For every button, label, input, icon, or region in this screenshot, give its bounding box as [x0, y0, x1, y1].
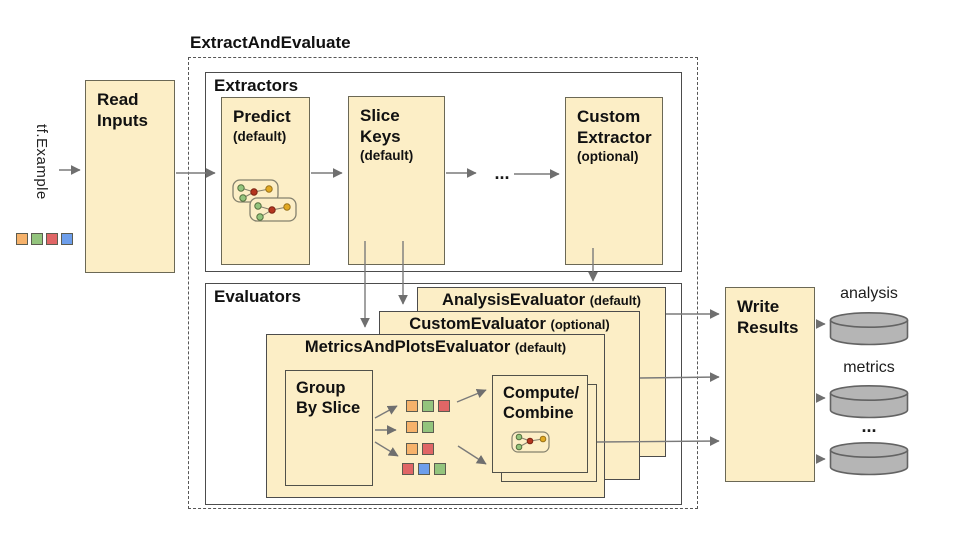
- compute-combine-box: Compute/ Combine: [492, 375, 588, 473]
- green-example-square: [422, 421, 434, 433]
- extract-and-evaluate-boundary: [188, 57, 698, 509]
- pipeline-title: ExtractAndEvaluate: [190, 33, 351, 52]
- tf-example-squares: [16, 233, 73, 245]
- blue-example-square: [61, 233, 73, 245]
- analysis-datastore-icon: [829, 311, 909, 351]
- evaluators-label: Evaluators: [214, 287, 301, 306]
- custom-extractor-subtitle: (optional): [577, 149, 639, 165]
- metrics-and-plots-evaluator-qualifier: (default): [514, 340, 567, 355]
- green-example-square: [422, 400, 434, 412]
- write-results-box: Write Results: [725, 287, 815, 482]
- analysis-evaluator-qualifier: (default): [589, 293, 641, 308]
- metrics-and-plots-evaluator-title: MetricsAndPlotsEvaluator: [304, 338, 511, 356]
- red-example-square: [402, 463, 414, 475]
- slice-keys-subtitle: (default): [360, 148, 414, 164]
- green-example-square: [434, 463, 446, 475]
- red-example-square: [438, 400, 450, 412]
- compute-combine-title: Compute/ Combine: [503, 384, 580, 423]
- slice-row-2: [406, 421, 434, 433]
- extractors-container: Extractors: [205, 72, 682, 272]
- other-datastore-icon: [829, 441, 909, 481]
- model-graph-icon: [231, 177, 301, 232]
- analysis-evaluator-title: AnalysisEvaluator: [442, 291, 586, 309]
- group-by-slice-box: Group By Slice: [285, 370, 373, 486]
- read-inputs-box: Read Inputs: [85, 80, 175, 273]
- orange-example-square: [406, 443, 418, 455]
- read-inputs-title: Read Inputs: [97, 90, 148, 130]
- blue-example-square: [418, 463, 430, 475]
- extractors-ellipsis: ...: [494, 163, 510, 183]
- group-by-slice-title: Group By Slice: [296, 379, 361, 418]
- slice-keys-extractor-box: Slice Keys (default): [348, 96, 445, 265]
- slice-keys-title: Slice Keys: [360, 106, 401, 146]
- custom-evaluator-qualifier: (optional): [550, 317, 610, 332]
- more-outputs-ellipsis: ...: [861, 416, 877, 436]
- predict-title: Predict: [233, 107, 291, 126]
- orange-example-square: [406, 400, 418, 412]
- metrics-output-label: metrics: [843, 359, 895, 376]
- tf-example-label: tf.Example: [33, 124, 50, 200]
- metrics-datastore-icon: [829, 384, 909, 424]
- custom-extractor-title: Custom Extractor: [577, 107, 652, 147]
- green-example-square: [31, 233, 43, 245]
- evaluators-container: Evaluators: [205, 283, 682, 505]
- analysis-output-label: analysis: [840, 285, 898, 302]
- custom-extractor-box: Custom Extractor (optional): [565, 97, 663, 265]
- extractors-label: Extractors: [214, 76, 299, 95]
- write-results-title: Write Results: [737, 297, 799, 337]
- predict-subtitle: (default): [233, 128, 287, 144]
- slice-row-4: [402, 463, 446, 475]
- red-example-square: [422, 443, 434, 455]
- orange-example-square: [16, 233, 28, 245]
- slice-row-1: [406, 400, 450, 412]
- combine-graph-icon: [511, 431, 553, 460]
- orange-example-square: [406, 421, 418, 433]
- slice-row-3: [406, 443, 434, 455]
- custom-evaluator-title: CustomEvaluator: [409, 315, 546, 333]
- red-example-square: [46, 233, 58, 245]
